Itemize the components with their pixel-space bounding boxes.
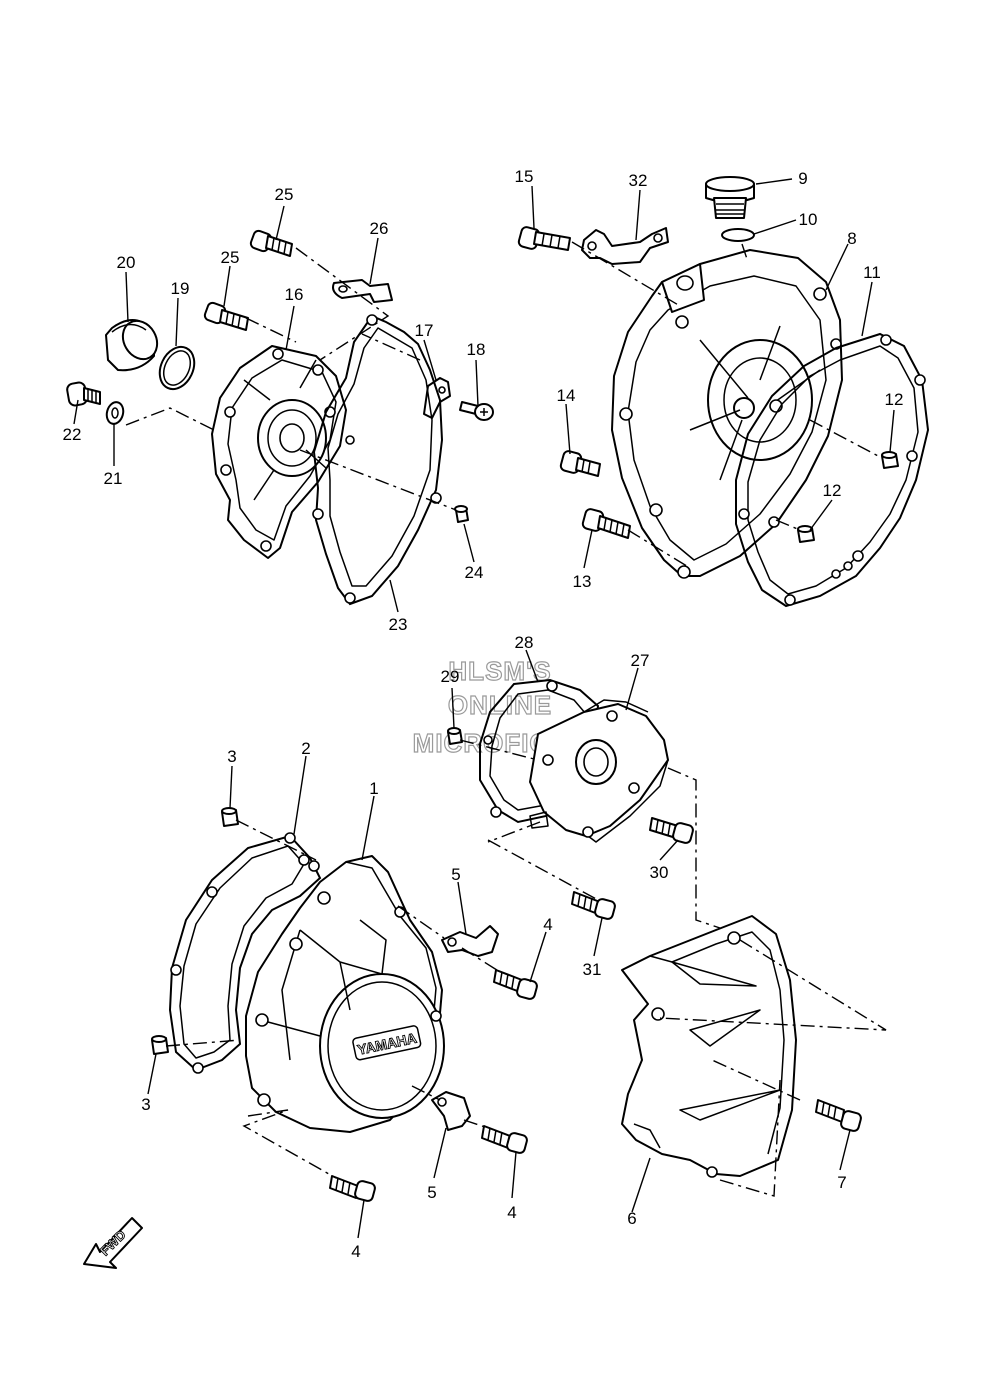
callout-3-upper[interactable]: 3 [227, 747, 236, 766]
part-18-screw[interactable] [459, 401, 494, 421]
part-16-cover[interactable] [211, 345, 347, 559]
callout-20[interactable]: 20 [117, 253, 136, 272]
callout-3-lower[interactable]: 3 [141, 1095, 150, 1114]
part-11-gasket[interactable] [735, 332, 930, 608]
callout-12-upper[interactable]: 12 [885, 390, 904, 409]
part-24-dowel-pin[interactable] [454, 505, 469, 523]
part-25-bolt-lower[interactable] [203, 301, 249, 331]
callout-29[interactable]: 29 [441, 667, 460, 686]
part-21-washer[interactable] [104, 400, 125, 425]
part-9-oil-filler-plug[interactable] [705, 176, 755, 219]
callout-32[interactable]: 32 [629, 171, 648, 190]
part-27-cover[interactable] [529, 699, 669, 843]
callout-numbers: 20 19 25 25 26 16 17 18 22 21 24 23 15 3… [63, 167, 904, 1261]
part-4-bolt-middle[interactable] [481, 1125, 528, 1154]
callout-15[interactable]: 15 [515, 167, 534, 186]
part-12-dowel-lower[interactable] [797, 525, 815, 543]
part-19-o-ring[interactable] [153, 341, 201, 394]
callout-5-upper[interactable]: 5 [451, 865, 460, 884]
callout-17[interactable]: 17 [415, 321, 434, 340]
callout-6[interactable]: 6 [627, 1209, 636, 1228]
callout-18[interactable]: 18 [467, 340, 486, 359]
part-13-bolt[interactable] [581, 508, 631, 539]
generator-cover-group: YAMAHA [151, 807, 538, 1202]
part-5-clamp-upper[interactable] [441, 925, 499, 957]
part-22-plug-bolt[interactable] [66, 381, 101, 407]
part-1-generator-cover[interactable]: YAMAHA [245, 855, 445, 1133]
callout-25-upper[interactable]: 25 [275, 185, 294, 204]
callout-19[interactable]: 19 [171, 279, 190, 298]
part-30-bolt[interactable] [649, 817, 694, 844]
part-5-clamp-lower[interactable] [431, 1091, 471, 1131]
callout-22[interactable]: 22 [63, 425, 82, 444]
part-12-dowel-upper[interactable] [881, 451, 899, 469]
pickup-cover-group [447, 678, 721, 929]
part-25-bolt-upper[interactable] [249, 229, 293, 257]
part-20-plug[interactable] [105, 315, 164, 372]
part-17-clip[interactable] [423, 377, 451, 419]
part-8-clutch-cover[interactable] [611, 249, 843, 579]
callout-25-lower[interactable]: 25 [221, 248, 240, 267]
part-4-bolt-lower[interactable] [329, 1175, 376, 1202]
callout-24[interactable]: 24 [465, 563, 484, 582]
part-2-gasket[interactable] [168, 832, 322, 1074]
part-29-dowel-pin[interactable] [447, 727, 463, 745]
part-6-sprocket-cover[interactable] [621, 915, 797, 1178]
clutch-cover-group [517, 176, 930, 608]
callout-31[interactable]: 31 [583, 960, 602, 979]
callout-1[interactable]: 1 [369, 779, 378, 798]
callout-14[interactable]: 14 [557, 386, 576, 405]
part-15-bolt[interactable] [517, 226, 571, 251]
callout-9[interactable]: 9 [798, 169, 807, 188]
part-7-bolt[interactable] [815, 1099, 862, 1132]
callout-27[interactable]: 27 [631, 651, 650, 670]
part-3-dowel-upper[interactable] [221, 807, 239, 827]
part-31-bolt[interactable] [571, 891, 616, 920]
callout-28[interactable]: 28 [515, 633, 534, 652]
part-23-gasket[interactable] [312, 314, 444, 606]
callout-4-lower[interactable]: 4 [351, 1242, 360, 1261]
callout-7[interactable]: 7 [837, 1173, 846, 1192]
part-4-bolt-upper[interactable] [493, 969, 538, 1000]
callout-23[interactable]: 23 [389, 615, 408, 634]
callout-10[interactable]: 10 [799, 210, 818, 229]
part-14-bolt[interactable] [559, 450, 601, 477]
sprocket-cover-group [621, 915, 887, 1197]
callout-11[interactable]: 11 [863, 263, 881, 282]
callout-4-middle[interactable]: 4 [507, 1203, 516, 1222]
callout-13[interactable]: 13 [573, 572, 592, 591]
leader-lines [73, 178, 895, 1239]
part-32-bracket[interactable] [581, 227, 669, 265]
callout-12-lower[interactable]: 12 [823, 481, 842, 500]
callout-16[interactable]: 16 [285, 285, 304, 304]
part-26-clamp[interactable] [332, 279, 393, 303]
part-10-o-ring[interactable] [721, 228, 755, 242]
part-3-dowel-lower[interactable] [151, 1035, 169, 1055]
callout-21[interactable]: 21 [104, 469, 123, 488]
callout-8[interactable]: 8 [847, 229, 856, 248]
oil-pump-cover-group [66, 229, 494, 606]
callout-26[interactable]: 26 [370, 219, 389, 238]
watermark-line-2: ONLINE [448, 690, 552, 720]
forward-direction-arrow: FWD [83, 1217, 143, 1269]
callout-2[interactable]: 2 [301, 739, 310, 758]
callout-4-upper[interactable]: 4 [543, 915, 552, 934]
callout-5-lower[interactable]: 5 [427, 1183, 436, 1202]
callout-30[interactable]: 30 [650, 863, 669, 882]
